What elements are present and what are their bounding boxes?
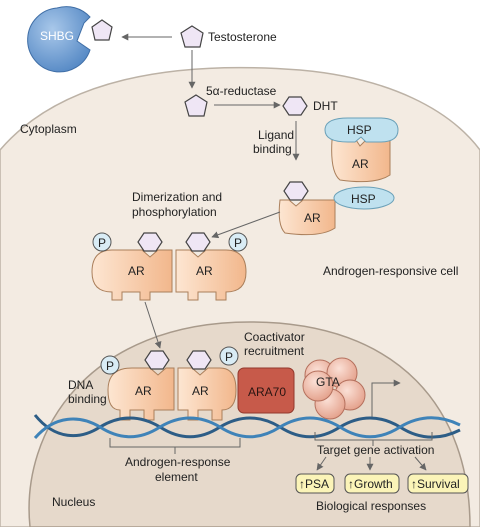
cytoplasm-label: Cytoplasm xyxy=(20,122,77,136)
ligand-binding-label-line2: binding xyxy=(253,142,292,156)
dht-icon xyxy=(282,96,308,116)
target-gene-bracket xyxy=(314,432,433,446)
dht-dimer-right-icon xyxy=(185,232,211,252)
reductase-label: 5α-reductase xyxy=(206,84,277,98)
testosterone-bound-shbg-icon xyxy=(91,19,113,41)
testosterone-label: Testosterone xyxy=(208,30,277,44)
dht-nucleus-right-icon xyxy=(186,350,212,370)
psa-badge xyxy=(295,473,335,494)
growth-label: ↑Growth xyxy=(348,477,393,491)
target-gene-label: Target gene activation xyxy=(317,443,434,457)
transcription-start-arrow xyxy=(371,379,401,418)
ar-label-nucleus-right: AR xyxy=(192,384,209,398)
ar-dimer-nucleus: AR AR P P xyxy=(100,346,239,421)
ar-hsp-complex: AR HSP xyxy=(324,117,399,183)
ara70-label: ARA70 xyxy=(248,385,286,399)
are-label-line1: Androgen-response xyxy=(125,455,231,469)
ar-label-dimer-left: AR xyxy=(128,264,145,278)
ar-label-dimer-right: AR xyxy=(196,264,213,278)
growth-badge xyxy=(344,473,400,494)
nucleus-label: Nucleus xyxy=(52,495,95,509)
coactivator-label-line2: recruitment xyxy=(244,344,305,358)
dht-on-ar-icon xyxy=(283,181,309,201)
gta-complex: GTA xyxy=(302,357,366,420)
shbg-protein: SHBG xyxy=(27,6,91,73)
ar-label-complex: AR xyxy=(352,157,369,171)
phospho-left: P xyxy=(98,236,106,250)
arrow-to-dimer xyxy=(211,211,281,239)
survival-label: ↑Survival xyxy=(411,477,460,491)
are-bracket xyxy=(109,438,241,454)
ar-dht-monomer: AR xyxy=(278,181,336,236)
arrow-to-survival xyxy=(414,456,427,471)
phospho-right: P xyxy=(234,236,242,250)
dimerization-label-line1: Dimerization and xyxy=(132,190,222,204)
dna-helix xyxy=(33,414,461,439)
arrow-into-nucleus xyxy=(144,301,162,349)
gta-label: GTA xyxy=(316,375,340,389)
coactivator-label-line1: Coactivator xyxy=(244,330,305,344)
phospho-nucleus-left: P xyxy=(106,359,114,373)
are-label-line2: element xyxy=(155,470,198,484)
dna-binding-label-line1: DNA xyxy=(68,378,93,392)
survival-badge xyxy=(407,473,469,494)
ara70-coactivator: ARA70 xyxy=(237,367,295,414)
dht-dimer-left-icon xyxy=(137,232,163,252)
ar-label-monomer: AR xyxy=(304,211,321,225)
dimerization-label-line2: phosphorylation xyxy=(132,205,217,219)
hsp-label-complex: HSP xyxy=(347,123,372,137)
free-hsp: HSP xyxy=(333,186,395,210)
testosterone-pre-reduction-icon xyxy=(184,94,208,117)
ar-dimer-cytoplasm: AR AR P P xyxy=(91,232,248,301)
shbg-label: SHBG xyxy=(40,29,74,43)
arrow-to-psa xyxy=(316,456,327,471)
dht-label: DHT xyxy=(313,99,338,113)
dna-binding-label-line2: binding xyxy=(68,392,107,406)
dht-nucleus-left-icon xyxy=(144,350,170,370)
hsp-label-free: HSP xyxy=(351,192,376,206)
androgen-cell-label: Androgen-responsive cell xyxy=(323,264,458,278)
ligand-binding-label-line1: Ligand xyxy=(258,128,294,142)
testosterone-icon xyxy=(180,25,204,48)
bio-responses-label: Biological responses xyxy=(316,499,426,513)
phospho-nucleus-right: P xyxy=(225,350,233,364)
ar-label-nucleus-left: AR xyxy=(135,384,152,398)
psa-label: ↑PSA xyxy=(299,477,329,491)
